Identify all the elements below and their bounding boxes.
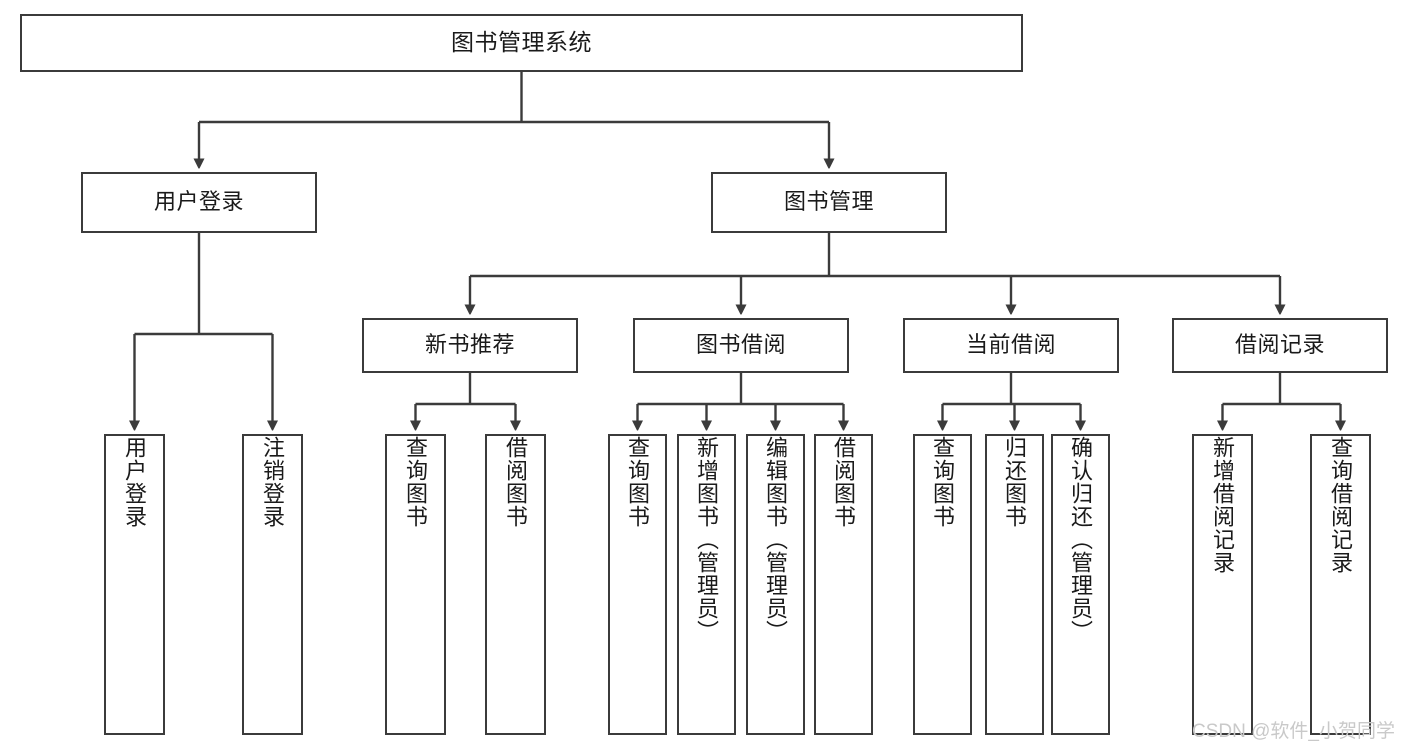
node-book-manage[interactable]: 图书管理 bbox=[711, 172, 947, 233]
node-label-book-borrow: 图书借阅 bbox=[695, 332, 786, 358]
node-leaf-add-book[interactable]: 新增图书（管理员） bbox=[677, 434, 736, 735]
node-label-new-book-rec: 新书推荐 bbox=[424, 332, 515, 358]
node-user-login[interactable]: 用户登录 bbox=[81, 172, 317, 233]
node-label-leaf-user-login: 用户登录 bbox=[122, 436, 148, 528]
node-label-leaf-query-book-2: 查询图书 bbox=[625, 436, 651, 528]
node-label-book-manage: 图书管理 bbox=[783, 189, 874, 215]
node-label-leaf-confirm-return: 确认归还（管理员） bbox=[1068, 436, 1094, 643]
node-leaf-confirm-return[interactable]: 确认归还（管理员） bbox=[1051, 434, 1110, 735]
node-root[interactable]: 图书管理系统 bbox=[20, 14, 1023, 72]
node-label-leaf-logout: 注销登录 bbox=[260, 436, 286, 528]
node-leaf-query-book-3[interactable]: 查询图书 bbox=[913, 434, 972, 735]
node-leaf-edit-book[interactable]: 编辑图书（管理员） bbox=[746, 434, 805, 735]
node-leaf-user-login[interactable]: 用户登录 bbox=[104, 434, 165, 735]
node-label-leaf-query-book-1: 查询图书 bbox=[403, 436, 429, 528]
node-leaf-query-book-2[interactable]: 查询图书 bbox=[608, 434, 667, 735]
node-label-leaf-add-record: 新增借阅记录 bbox=[1210, 436, 1236, 574]
node-leaf-return-book[interactable]: 归还图书 bbox=[985, 434, 1044, 735]
node-leaf-borrow-book-2[interactable]: 借阅图书 bbox=[814, 434, 873, 735]
node-current-borrow[interactable]: 当前借阅 bbox=[903, 318, 1119, 373]
node-borrow-record[interactable]: 借阅记录 bbox=[1172, 318, 1388, 373]
csdn-watermark: CSDN @软件_小贺同学 bbox=[1192, 721, 1395, 742]
node-book-borrow[interactable]: 图书借阅 bbox=[633, 318, 849, 373]
node-label-leaf-borrow-book-2: 借阅图书 bbox=[831, 436, 857, 528]
node-leaf-query-record[interactable]: 查询借阅记录 bbox=[1310, 434, 1371, 735]
node-label-current-borrow: 当前借阅 bbox=[965, 332, 1056, 358]
node-label-leaf-add-book: 新增图书（管理员） bbox=[694, 436, 720, 643]
node-label-user-login: 用户登录 bbox=[153, 189, 244, 215]
node-leaf-add-record[interactable]: 新增借阅记录 bbox=[1192, 434, 1253, 735]
node-label-leaf-query-book-3: 查询图书 bbox=[930, 436, 956, 528]
node-label-leaf-return-book: 归还图书 bbox=[1002, 436, 1028, 528]
node-leaf-query-book-1[interactable]: 查询图书 bbox=[385, 434, 446, 735]
node-label-root: 图书管理系统 bbox=[451, 29, 592, 56]
node-leaf-logout[interactable]: 注销登录 bbox=[242, 434, 303, 735]
node-leaf-borrow-book-1[interactable]: 借阅图书 bbox=[485, 434, 546, 735]
node-label-leaf-borrow-book-1: 借阅图书 bbox=[503, 436, 529, 528]
node-label-leaf-query-record: 查询借阅记录 bbox=[1328, 436, 1354, 574]
node-label-leaf-edit-book: 编辑图书（管理员） bbox=[763, 436, 789, 643]
node-label-borrow-record: 借阅记录 bbox=[1234, 332, 1325, 358]
node-new-book-rec[interactable]: 新书推荐 bbox=[362, 318, 578, 373]
